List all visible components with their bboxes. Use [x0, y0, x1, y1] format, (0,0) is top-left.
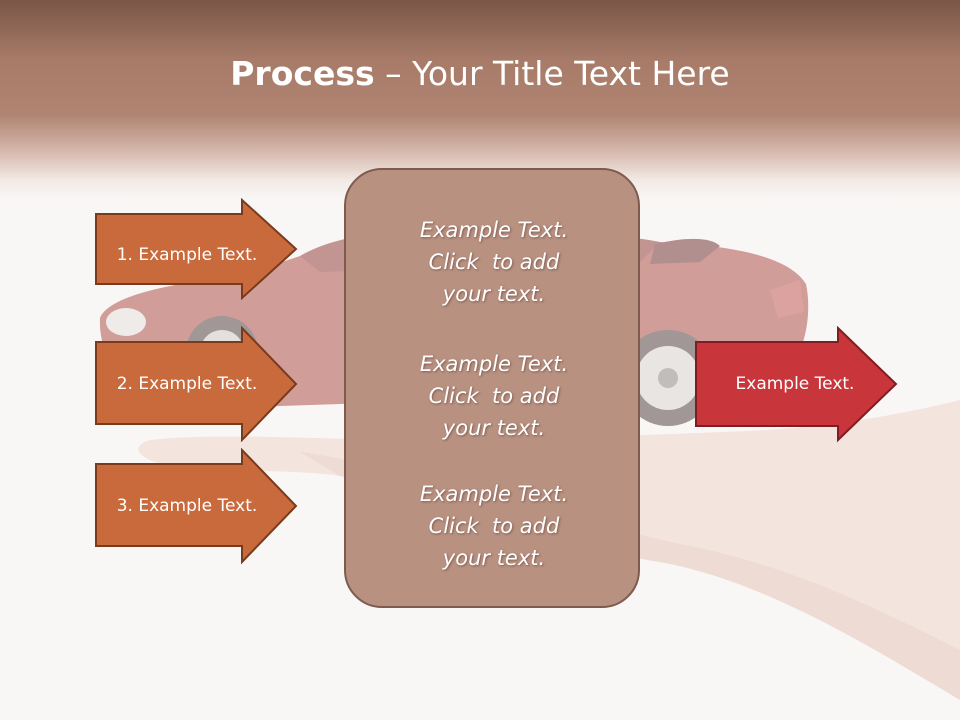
- center-line: Click to add: [428, 250, 560, 274]
- center-paragraph-3: Example Text. Click to add your text.: [346, 478, 642, 574]
- slide-title[interactable]: Process – Your Title Text Here: [0, 52, 960, 96]
- car-headlight: [106, 308, 146, 336]
- step-2-label: 2. Example Text.: [116, 374, 258, 394]
- center-line: your text.: [442, 546, 546, 570]
- result-arrow[interactable]: [694, 326, 900, 444]
- center-line: Example Text.: [419, 218, 569, 242]
- center-line: Example Text.: [419, 352, 569, 376]
- center-line: Example Text.: [419, 482, 569, 506]
- header-band: [0, 0, 960, 200]
- step-1-arrow[interactable]: [94, 198, 300, 300]
- center-line: Click to add: [428, 384, 560, 408]
- car-window: [650, 238, 720, 264]
- center-paragraph-1: Example Text. Click to add your text.: [346, 214, 642, 310]
- step-3-label: 3. Example Text.: [116, 496, 258, 516]
- step-3-arrow[interactable]: [94, 448, 300, 566]
- step-2-arrow[interactable]: [94, 326, 300, 442]
- car-taillight: [770, 280, 804, 318]
- center-line: your text.: [442, 416, 546, 440]
- center-line: Click to add: [428, 514, 560, 538]
- center-paragraph-2: Example Text. Click to add your text.: [346, 348, 642, 444]
- step-1-label: 1. Example Text.: [116, 245, 258, 265]
- center-line: your text.: [442, 282, 546, 306]
- title-rest: – Your Title Text Here: [374, 54, 730, 93]
- result-label: Example Text.: [735, 374, 855, 394]
- title-bold: Process: [230, 54, 375, 93]
- center-text-box[interactable]: Example Text. Click to add your text. Ex…: [344, 168, 640, 608]
